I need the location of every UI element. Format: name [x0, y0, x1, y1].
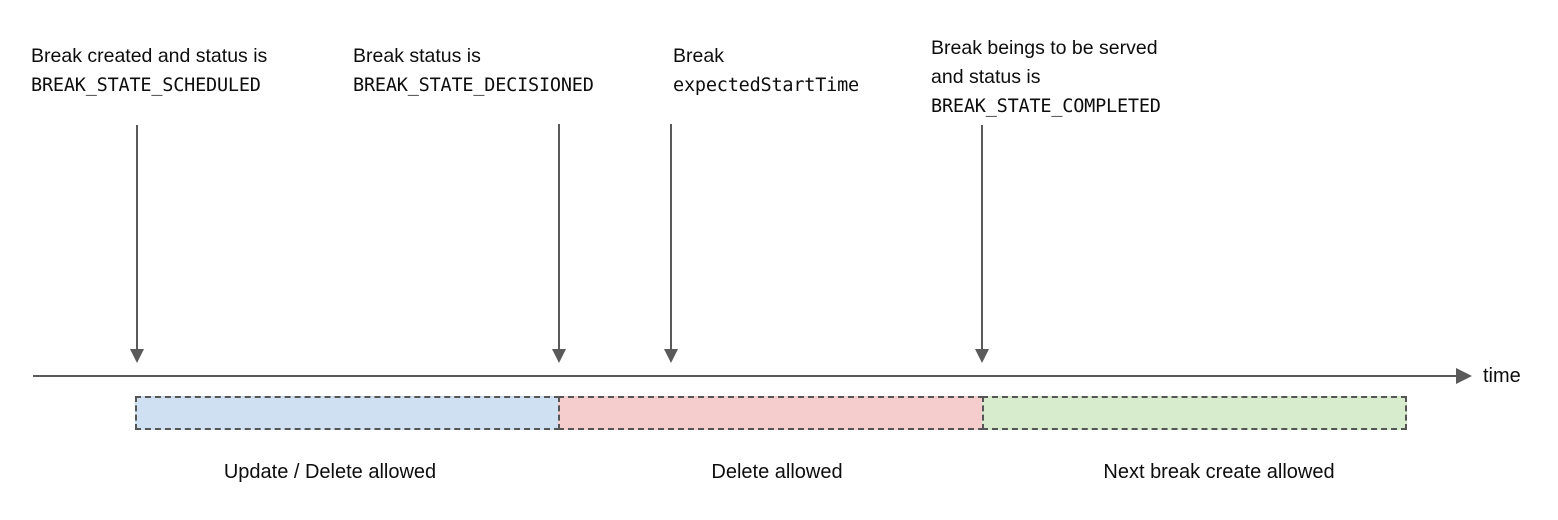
annotation-completed-state: BREAK_STATE_COMPLETED: [931, 96, 1161, 117]
annotation-decisioned-line1: Break status is: [353, 45, 481, 67]
phase-delete-only: [558, 396, 984, 430]
annotation-scheduled: Break created and status is BREAK_STATE_…: [31, 42, 267, 100]
event-marker-completed-arrow-icon: [975, 125, 989, 363]
annotation-completed-line1: Break beings to be served: [931, 37, 1158, 59]
event-marker-expected-start-time-arrow-icon: [664, 124, 678, 363]
time-axis-line: [33, 375, 1470, 377]
event-marker-scheduled-arrow-icon: [130, 125, 144, 363]
phase-caption-update-delete: Update / Delete allowed: [223, 461, 437, 483]
annotation-scheduled-line1: Break created and status is: [31, 45, 268, 67]
time-axis-label: time: [1483, 365, 1521, 387]
phase-update-delete: [135, 396, 560, 430]
time-axis-arrow-icon: [1456, 368, 1472, 384]
phase-next-break-create: [982, 396, 1407, 430]
annotation-completed: Break beings to be served and status is …: [931, 34, 1161, 121]
event-marker-decisioned-arrow-icon: [552, 124, 566, 363]
annotation-expected-start-time: Break expectedStartTime: [673, 42, 859, 100]
phase-caption-next-break-create: Next break create allowed: [1103, 461, 1335, 483]
annotation-scheduled-state: BREAK_STATE_SCHEDULED: [31, 75, 261, 96]
annotation-completed-line2: and status is: [931, 66, 1041, 88]
phase-bar: [135, 396, 1407, 430]
annotation-decisioned: Break status is BREAK_STATE_DECISIONED: [353, 42, 594, 100]
phase-caption-delete-only: Delete allowed: [711, 461, 843, 483]
annotation-expected-start-time-field: expectedStartTime: [673, 75, 859, 96]
annotation-expected-start-time-line1: Break: [673, 45, 724, 67]
annotation-decisioned-state: BREAK_STATE_DECISIONED: [353, 75, 594, 96]
